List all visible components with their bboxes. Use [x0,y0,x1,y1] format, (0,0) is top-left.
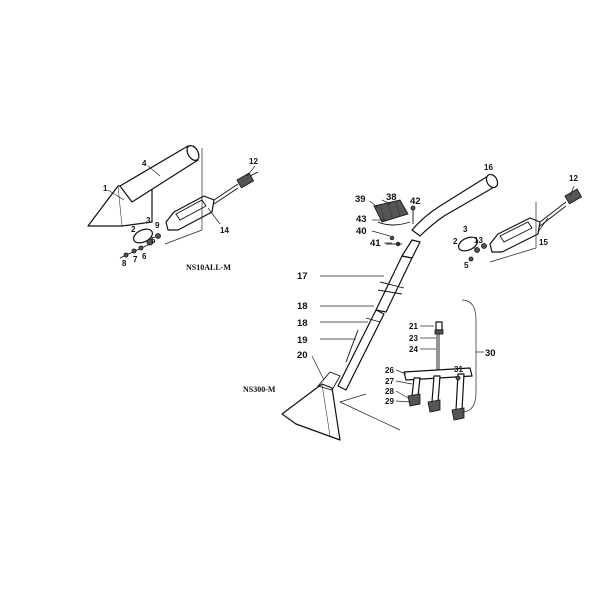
part-label-41: 41 [370,238,381,249]
leaders-clamp [369,199,392,244]
part-label-24: 24 [409,345,418,354]
jet-manifold-parts-21-31 [403,321,473,421]
part-label-3: 3 [146,216,151,225]
tool-tube-part-4 [119,145,200,203]
part-label-12-right: 12 [569,174,578,183]
part-label-5: 5 [151,236,156,245]
valve-fittings-parts-2-3-9 [119,228,161,259]
part-label-28: 28 [385,387,394,396]
part-label-38: 38 [386,192,397,203]
leaders-manifold [395,325,436,403]
part-label-23: 23 [409,334,418,343]
part-label-9: 9 [155,221,160,230]
model-label-ns10all-m: NS10ALL-M [186,263,231,272]
part-label-18: 18 [297,301,308,312]
part-label-13: 13 [474,236,483,245]
part-label-3-right: 3 [463,225,468,234]
model-label-ns300-m: NS300-M [243,385,276,394]
part-label-7: 7 [133,255,138,264]
wand-tube-assembly-parts-17-19 [337,239,421,391]
part-label-40: 40 [356,226,367,237]
part-label-14: 14 [220,226,229,235]
valve-fittings-parts-2-3-13-5 [457,236,487,262]
bracket-part-30 [461,299,484,413]
trigger-handle-part-15 [489,188,583,253]
leaders-upper-right [489,185,575,263]
part-label-31: 31 [454,365,463,374]
leaders-main-wand [311,275,401,431]
part-label-16: 16 [484,163,493,172]
part-label-42: 42 [410,196,421,207]
part-label-1: 1 [103,184,108,193]
part-label-19: 19 [297,335,308,346]
part-label-39: 39 [355,194,366,205]
part-label-8: 8 [122,259,127,268]
leaders-upper-left [107,148,256,245]
part-label-27: 27 [385,377,394,386]
part-label-30: 30 [485,348,496,359]
part-label-15: 15 [539,238,548,247]
floor-tool-part-20 [281,371,341,441]
trigger-handle-part-14 [165,171,259,231]
part-label-2-right: 2 [453,237,458,246]
curved-wand-tube-part-16 [411,173,499,237]
part-label-26: 26 [385,366,394,375]
part-label-17: 17 [297,271,308,282]
part-label-20: 20 [297,350,308,361]
part-label-5-right: 5 [464,261,469,270]
part-label-2: 2 [131,225,136,234]
part-label-29: 29 [385,397,394,406]
part-label-4: 4 [142,159,147,168]
clamp-parts-38-43 [373,199,416,247]
part-label-18-second: 18 [297,318,308,329]
part-label-6: 6 [142,252,147,261]
part-label-12: 12 [249,157,258,166]
part-label-43: 43 [356,214,367,225]
part-label-21: 21 [409,322,418,331]
